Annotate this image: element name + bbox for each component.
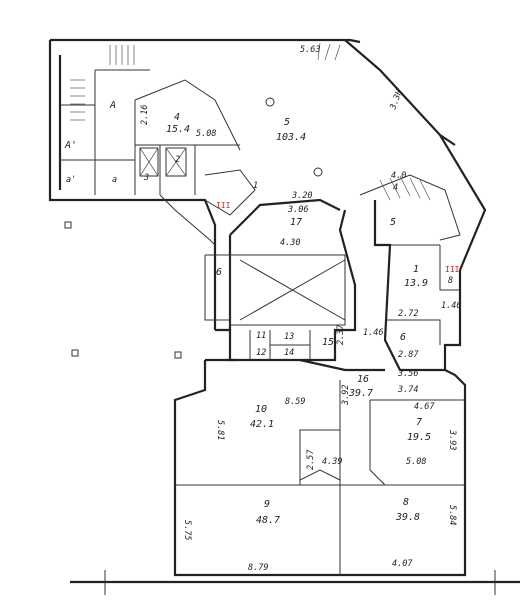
dimension: 5.75: [182, 520, 192, 540]
dimension: 4.07: [392, 559, 413, 569]
label-a-small: а: [112, 175, 117, 185]
dimension: 8.59: [285, 397, 305, 407]
dimension: 3.56: [397, 369, 418, 379]
outer-walls: [48, 38, 487, 577]
dimension: 1.46: [441, 301, 461, 311]
dimension: 2.16: [140, 105, 150, 125]
dimension: 5.08: [406, 457, 426, 467]
red-mark: III: [445, 265, 460, 274]
dimension: 5.08: [196, 129, 216, 139]
dimension: 3.06: [287, 205, 308, 215]
room-number: 9: [264, 499, 270, 510]
label-6-left: 6: [216, 267, 222, 278]
label-13: 13: [284, 332, 294, 342]
label-a-prime-small: а': [66, 175, 76, 185]
room-number: 1: [413, 264, 419, 275]
label-11: 11: [256, 331, 266, 341]
columns: [64, 97, 323, 359]
red-mark: III: [216, 201, 231, 210]
room-area: 39.8: [395, 512, 420, 523]
room-area: 103.4: [276, 132, 306, 143]
dimension: 3.74: [397, 385, 418, 395]
room-number: 10: [255, 404, 267, 415]
label-2: 2: [175, 155, 180, 165]
dimension: 3.92: [341, 385, 351, 406]
room-area: 19.5: [407, 432, 431, 443]
label-a: А: [109, 100, 116, 111]
room-area: 48.7: [256, 515, 280, 526]
stairs: [70, 42, 431, 201]
room-number: 4: [174, 112, 180, 123]
label-a-prime: А': [64, 140, 77, 151]
dimension: 5.84: [447, 505, 457, 525]
room-area: 42.1: [250, 419, 274, 430]
interior-walls: [60, 69, 465, 575]
room-area: 15.4: [166, 124, 190, 135]
dimension: 5.81: [215, 420, 225, 440]
room-number: 17: [290, 217, 302, 228]
label-6-right: 6: [400, 332, 406, 343]
dimension: 3.20: [291, 191, 312, 201]
label-12: 12: [256, 348, 266, 358]
dimension: 2.72: [398, 309, 418, 319]
room-number: 8: [403, 497, 409, 508]
room-number: 7: [416, 417, 422, 428]
dimension: 1.46: [363, 328, 383, 338]
room-number: 5: [284, 117, 290, 128]
dimension: 3.93: [447, 429, 457, 450]
label-8: 8: [448, 276, 453, 286]
small-labels: А А' а' а 3 2 1 6 15 13 14 4 5 6 8 11 12: [64, 100, 453, 358]
dimension: 2.57: [306, 449, 316, 470]
lift-shafts: [139, 147, 187, 177]
room-area: 13.9: [404, 278, 428, 289]
dimension: 3.3Н: [388, 88, 405, 112]
room-area: 39.7: [348, 388, 373, 399]
dimension: 4.30: [280, 238, 300, 248]
label-3: 3: [143, 173, 149, 183]
dimension: 4.39: [322, 457, 342, 467]
dimension: 2.87: [398, 350, 419, 360]
dimension: 2.37: [336, 324, 346, 345]
label-14: 14: [284, 348, 294, 358]
label-5-right: 5: [390, 217, 396, 228]
label-1: 1: [253, 181, 258, 191]
dimension: 5.63: [300, 45, 320, 55]
room-number: 16: [357, 374, 369, 385]
room-labels: 5 103.4 4 15.4 17 1 13.9 10 42.1 16 39.7…: [166, 112, 431, 526]
dimension: 4.67: [414, 402, 435, 412]
label-15: 15: [322, 337, 334, 348]
red-marks: III III: [216, 201, 460, 274]
bottom-edge: [70, 570, 520, 595]
dimension: 8.79: [248, 563, 268, 573]
dimension: 4.0: [391, 171, 406, 181]
label-4-right: 4: [393, 183, 398, 193]
